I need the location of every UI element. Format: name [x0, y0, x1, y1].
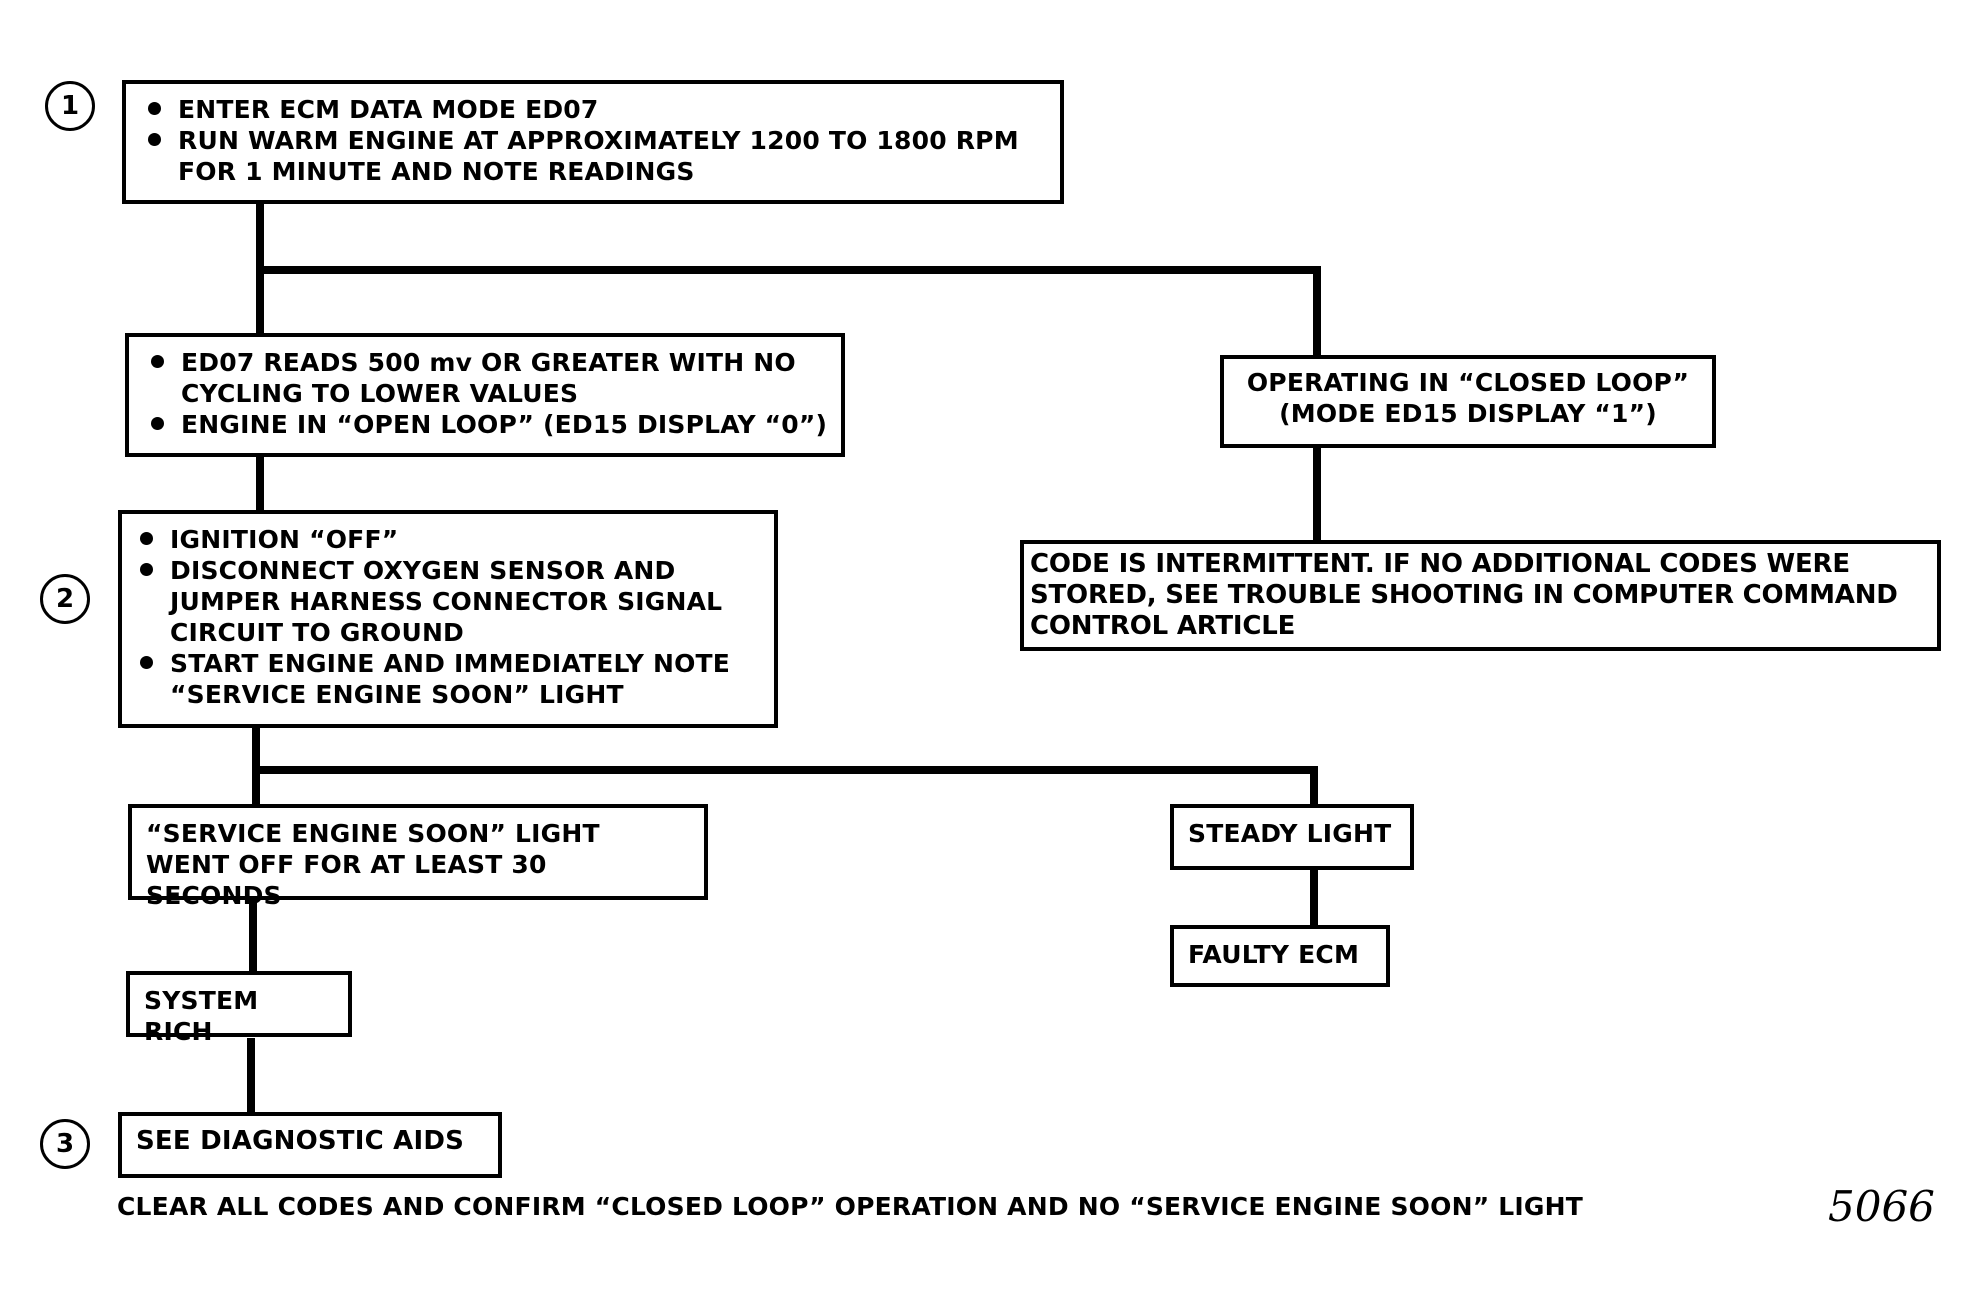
step-1-marker: 1 [45, 81, 95, 131]
closed-loop-line-1: OPERATING IN “CLOSED LOOP” [1246, 368, 1690, 397]
step-3-marker: 3 [40, 1119, 90, 1169]
open-loop-box: ED07 READS 500 mv OR GREATER WITH NO CYC… [125, 333, 845, 457]
figure-number: 5066 [1828, 1182, 1935, 1231]
open-loop-bullet: ENGINE IN “OPEN LOOP” (ED15 DISPLAY “0”) [139, 409, 831, 440]
step-2-bullet: START ENGINE AND IMMEDIATELY NOTE “SERVI… [128, 648, 768, 710]
step-2-marker: 2 [40, 574, 90, 624]
step-3-box: SEE DIAGNOSTIC AIDS [118, 1112, 502, 1178]
step-1-bullet: RUN WARM ENGINE AT APPROXIMATELY 1200 TO… [136, 125, 1050, 187]
system-rich-text: SYSTEM RICH [144, 986, 259, 1046]
step-2-bullet: IGNITION “OFF” [128, 524, 768, 555]
step-3-text: SEE DIAGNOSTIC AIDS [136, 1126, 465, 1156]
system-rich-box: SYSTEM RICH [126, 971, 352, 1046]
closed-loop-box: OPERATING IN “CLOSED LOOP” (MODE ED15 DI… [1220, 355, 1716, 448]
step-1-bullet: ENTER ECM DATA MODE ED07 [136, 94, 1050, 125]
intermittent-text: CODE IS INTERMITTENT. IF NO ADDITIONAL C… [1030, 549, 1898, 641]
footer-instruction: CLEAR ALL CODES AND CONFIRM “CLOSED LOOP… [117, 1192, 1583, 1221]
light-off-text: “SERVICE ENGINE SOON” LIGHT WENT OFF FOR… [146, 819, 600, 910]
faulty-ecm-box: FAULTY ECM [1170, 925, 1390, 987]
intermittent-box: CODE IS INTERMITTENT. IF NO ADDITIONAL C… [1020, 540, 1941, 651]
steady-light-box: STEADY LIGHT [1170, 804, 1414, 870]
light-off-box: “SERVICE ENGINE SOON” LIGHT WENT OFF FOR… [128, 804, 708, 910]
open-loop-bullet: ED07 READS 500 mv OR GREATER WITH NO CYC… [139, 347, 831, 409]
closed-loop-line-2: (MODE ED15 DISPLAY “1”) [1279, 399, 1657, 428]
steady-light-text: STEADY LIGHT [1188, 819, 1392, 848]
step-2-bullet: DISCONNECT OXYGEN SENSOR AND JUMPER HARN… [128, 555, 768, 648]
step-2-box: IGNITION “OFF” DISCONNECT OXYGEN SENSOR … [118, 510, 778, 728]
step-1-box: ENTER ECM DATA MODE ED07 RUN WARM ENGINE… [122, 80, 1064, 204]
faulty-ecm-text: FAULTY ECM [1188, 940, 1360, 969]
